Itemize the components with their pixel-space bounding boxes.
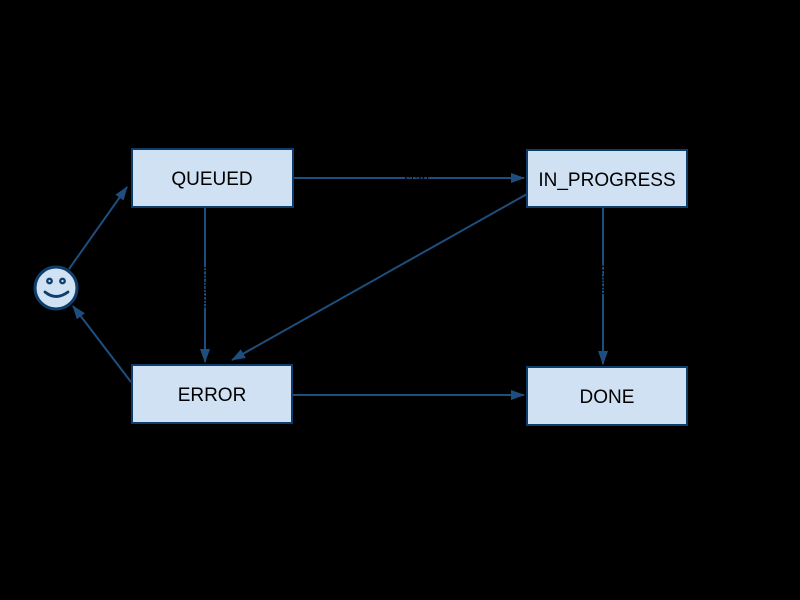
smiley-face-icon: [33, 265, 79, 311]
edge-error-to-start: [72, 305, 132, 383]
state-node-in-progress-label: IN_PROGRESS: [538, 170, 675, 191]
state-node-queued-label: QUEUED: [171, 169, 252, 190]
state-node-error-label: ERROR: [178, 385, 247, 406]
state-node-done: DONE: [526, 366, 688, 426]
state-node-queued: QUEUED: [131, 148, 294, 208]
start-state-node: [33, 265, 79, 311]
smiley-mouth: [43, 290, 70, 298]
edge-start-to-queued: [68, 186, 128, 270]
state-node-error: ERROR: [131, 364, 293, 424]
edge-in-progress-to-error: [231, 193, 528, 361]
edge-label-in-progress-to-done: finish: [596, 265, 611, 295]
state-node-in-progress: IN_PROGRESS: [526, 149, 688, 208]
edge-label-queued-to-error: timeout: [198, 265, 213, 308]
edge-label-queued-to-in-progress: start: [404, 171, 430, 186]
state-node-done-label: DONE: [580, 387, 635, 408]
